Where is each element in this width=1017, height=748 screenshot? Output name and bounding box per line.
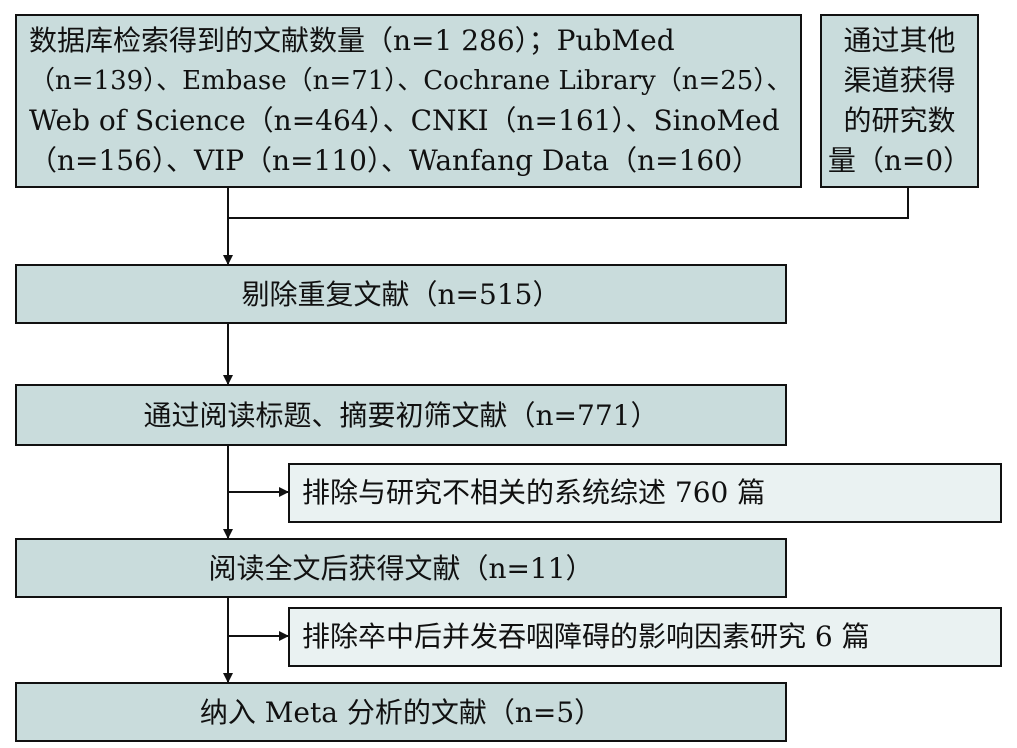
db-search-line-4: （n=156）、VIP（n=110）、Wanfang Data（n=160）: [29, 144, 761, 177]
dedup-label: 剔除重复文献（n=515）: [241, 278, 561, 311]
included-label: 纳入 Meta 分析的文献（n=5）: [199, 696, 603, 729]
included-box: 纳入 Meta 分析的文献（n=5）: [15, 682, 787, 742]
screening-label: 通过阅读标题、摘要初筛文献（n=771）: [143, 399, 659, 432]
exclusion-box-2: 排除卒中后并发吞咽障碍的影响因素研究 6 篇: [288, 607, 1002, 667]
db-search-line-2: （n=139）、Embase（n=71）、Cochrane Library（n=…: [29, 66, 793, 96]
other-sources-line-4: 量（n=0）: [827, 144, 972, 177]
fulltext-box: 阅读全文后获得文献（n=11）: [15, 538, 787, 598]
db-search-line-1: 数据库检索得到的文献数量（n=1 286）；PubMed: [29, 24, 675, 57]
fulltext-label: 阅读全文后获得文献（n=11）: [208, 552, 594, 585]
other-sources-line-2: 渠道获得: [843, 64, 956, 97]
exclusion-1-label: 排除与研究不相关的系统综述 760 篇: [302, 476, 766, 509]
screening-box: 通过阅读标题、摘要初筛文献（n=771）: [15, 384, 787, 446]
db-search-line-3: Web of Science（n=464）、CNKI（n=161）、SinoMe…: [29, 104, 780, 137]
database-search-box: 数据库检索得到的文献数量（n=1 286）；PubMed （n=139）、Emb…: [15, 14, 802, 188]
dedup-box: 剔除重复文献（n=515）: [15, 264, 787, 324]
other-sources-line-3: 的研究数: [843, 104, 956, 137]
exclusion-box-1: 排除与研究不相关的系统综述 760 篇: [288, 463, 1002, 523]
other-sources-box: 通过其他 渠道获得 的研究数 量（n=0）: [820, 14, 979, 188]
other-sources-line-1: 通过其他: [843, 24, 956, 57]
exclusion-2-label: 排除卒中后并发吞咽障碍的影响因素研究 6 篇: [302, 620, 870, 653]
